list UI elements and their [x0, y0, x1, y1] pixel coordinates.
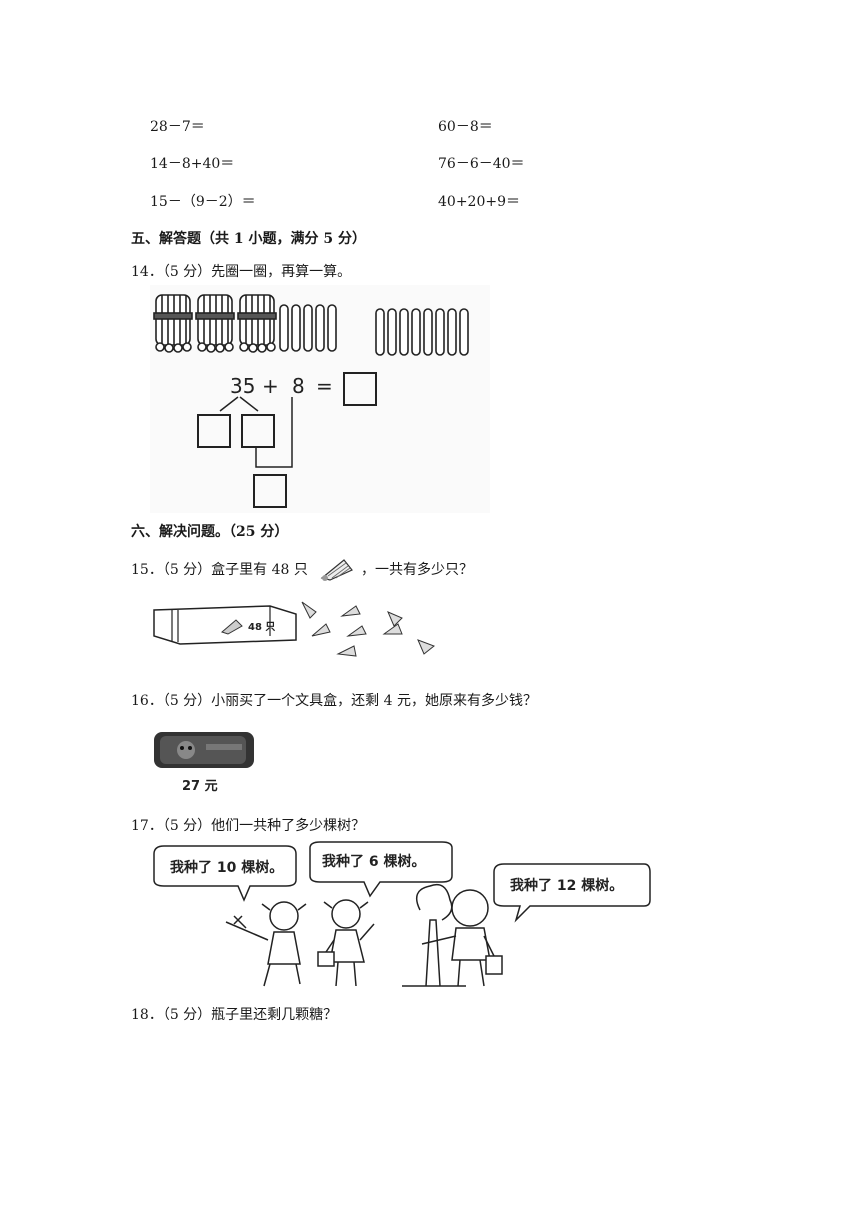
question-16-text: 16．（5 分）小丽买了一个文具盒，还剩 4 元，她原来有多少钱？: [131, 693, 537, 709]
question-14-text: 14．（5 分）先圈一圈，再算一算。: [131, 264, 352, 280]
question-15-suffix: ，一共有多少只？: [361, 562, 473, 578]
bubble-3-text: 我种了 12 棵树。: [510, 877, 623, 894]
speech-bubble-3: [493, 863, 651, 923]
child-1: [225, 901, 307, 987]
eq-op: +: [262, 374, 279, 398]
bubble-2-text: 我种了 6 棵树。: [322, 853, 426, 870]
calc-row-3-left: 15－（9－2）＝: [150, 194, 256, 210]
tree: [402, 883, 466, 987]
split-box-2: [241, 414, 275, 448]
stick-bundle-1: [153, 294, 193, 353]
eq-b: 8: [292, 374, 305, 398]
q17-figure: 我种了 10 棵树。 我种了 6 棵树。 我种了 12 棵树。: [150, 840, 652, 992]
split-lines: [219, 396, 259, 412]
box-label: 48 只: [248, 621, 275, 633]
price-label: 27 元: [182, 779, 218, 794]
stick-bundle-2: [195, 294, 235, 353]
q16-figure: 27 元: [152, 726, 258, 796]
calc-row-1-left: 28－7＝: [150, 119, 205, 135]
children-planting-illustration: 我种了 10 棵树。 我种了 6 棵树。 我种了 12 棵树。: [153, 841, 651, 987]
answer-box: [343, 372, 377, 406]
calc-row-3-right: 40+20+9＝: [438, 194, 520, 210]
section-6-heading: 六、解决问题。（25 分）: [131, 524, 289, 540]
loose-shuttlecocks: [301, 601, 435, 657]
eq-eq: =: [316, 374, 333, 398]
q14-figure: 35 + 8 =: [150, 285, 490, 513]
sticks-and-boxes-illustration: 35 + 8 =: [153, 294, 469, 508]
question-18-text: 18．（5 分）瓶子里还剩几颗糖？: [131, 1007, 338, 1023]
question-15-prefix: 15．（5 分）盒子里有 48 只: [131, 562, 308, 578]
box-illustration: [153, 605, 297, 645]
sum-box: [253, 474, 287, 508]
calc-row-2-left: 14－8+40＝: [150, 156, 235, 172]
calc-row-1-right: 60－8＝: [438, 119, 493, 135]
section-5-heading: 五、解答题（共 1 小题，满分 5 分）: [131, 231, 366, 247]
pencil-case-illustration: [154, 732, 254, 768]
speech-bubble-1: [153, 845, 297, 902]
bubble-1-text: 我种了 10 棵树。: [170, 859, 283, 876]
child-3: [421, 889, 503, 987]
shuttlecock-icon: [318, 556, 356, 582]
speech-bubble-2: [309, 841, 453, 898]
loose-sticks-8: [375, 308, 469, 356]
split-box-1: [197, 414, 231, 448]
loose-sticks-5: [279, 304, 337, 352]
calc-row-2-right: 76－6－40＝: [438, 156, 525, 172]
eq-a: 35: [230, 374, 255, 398]
q15-figure: 48 只: [152, 596, 444, 666]
stick-bundle-3: [237, 294, 277, 353]
bracket-line: [255, 397, 293, 468]
child-2: [317, 899, 375, 987]
question-17-text: 17．（5 分）他们一共种了多少棵树？: [131, 818, 366, 834]
